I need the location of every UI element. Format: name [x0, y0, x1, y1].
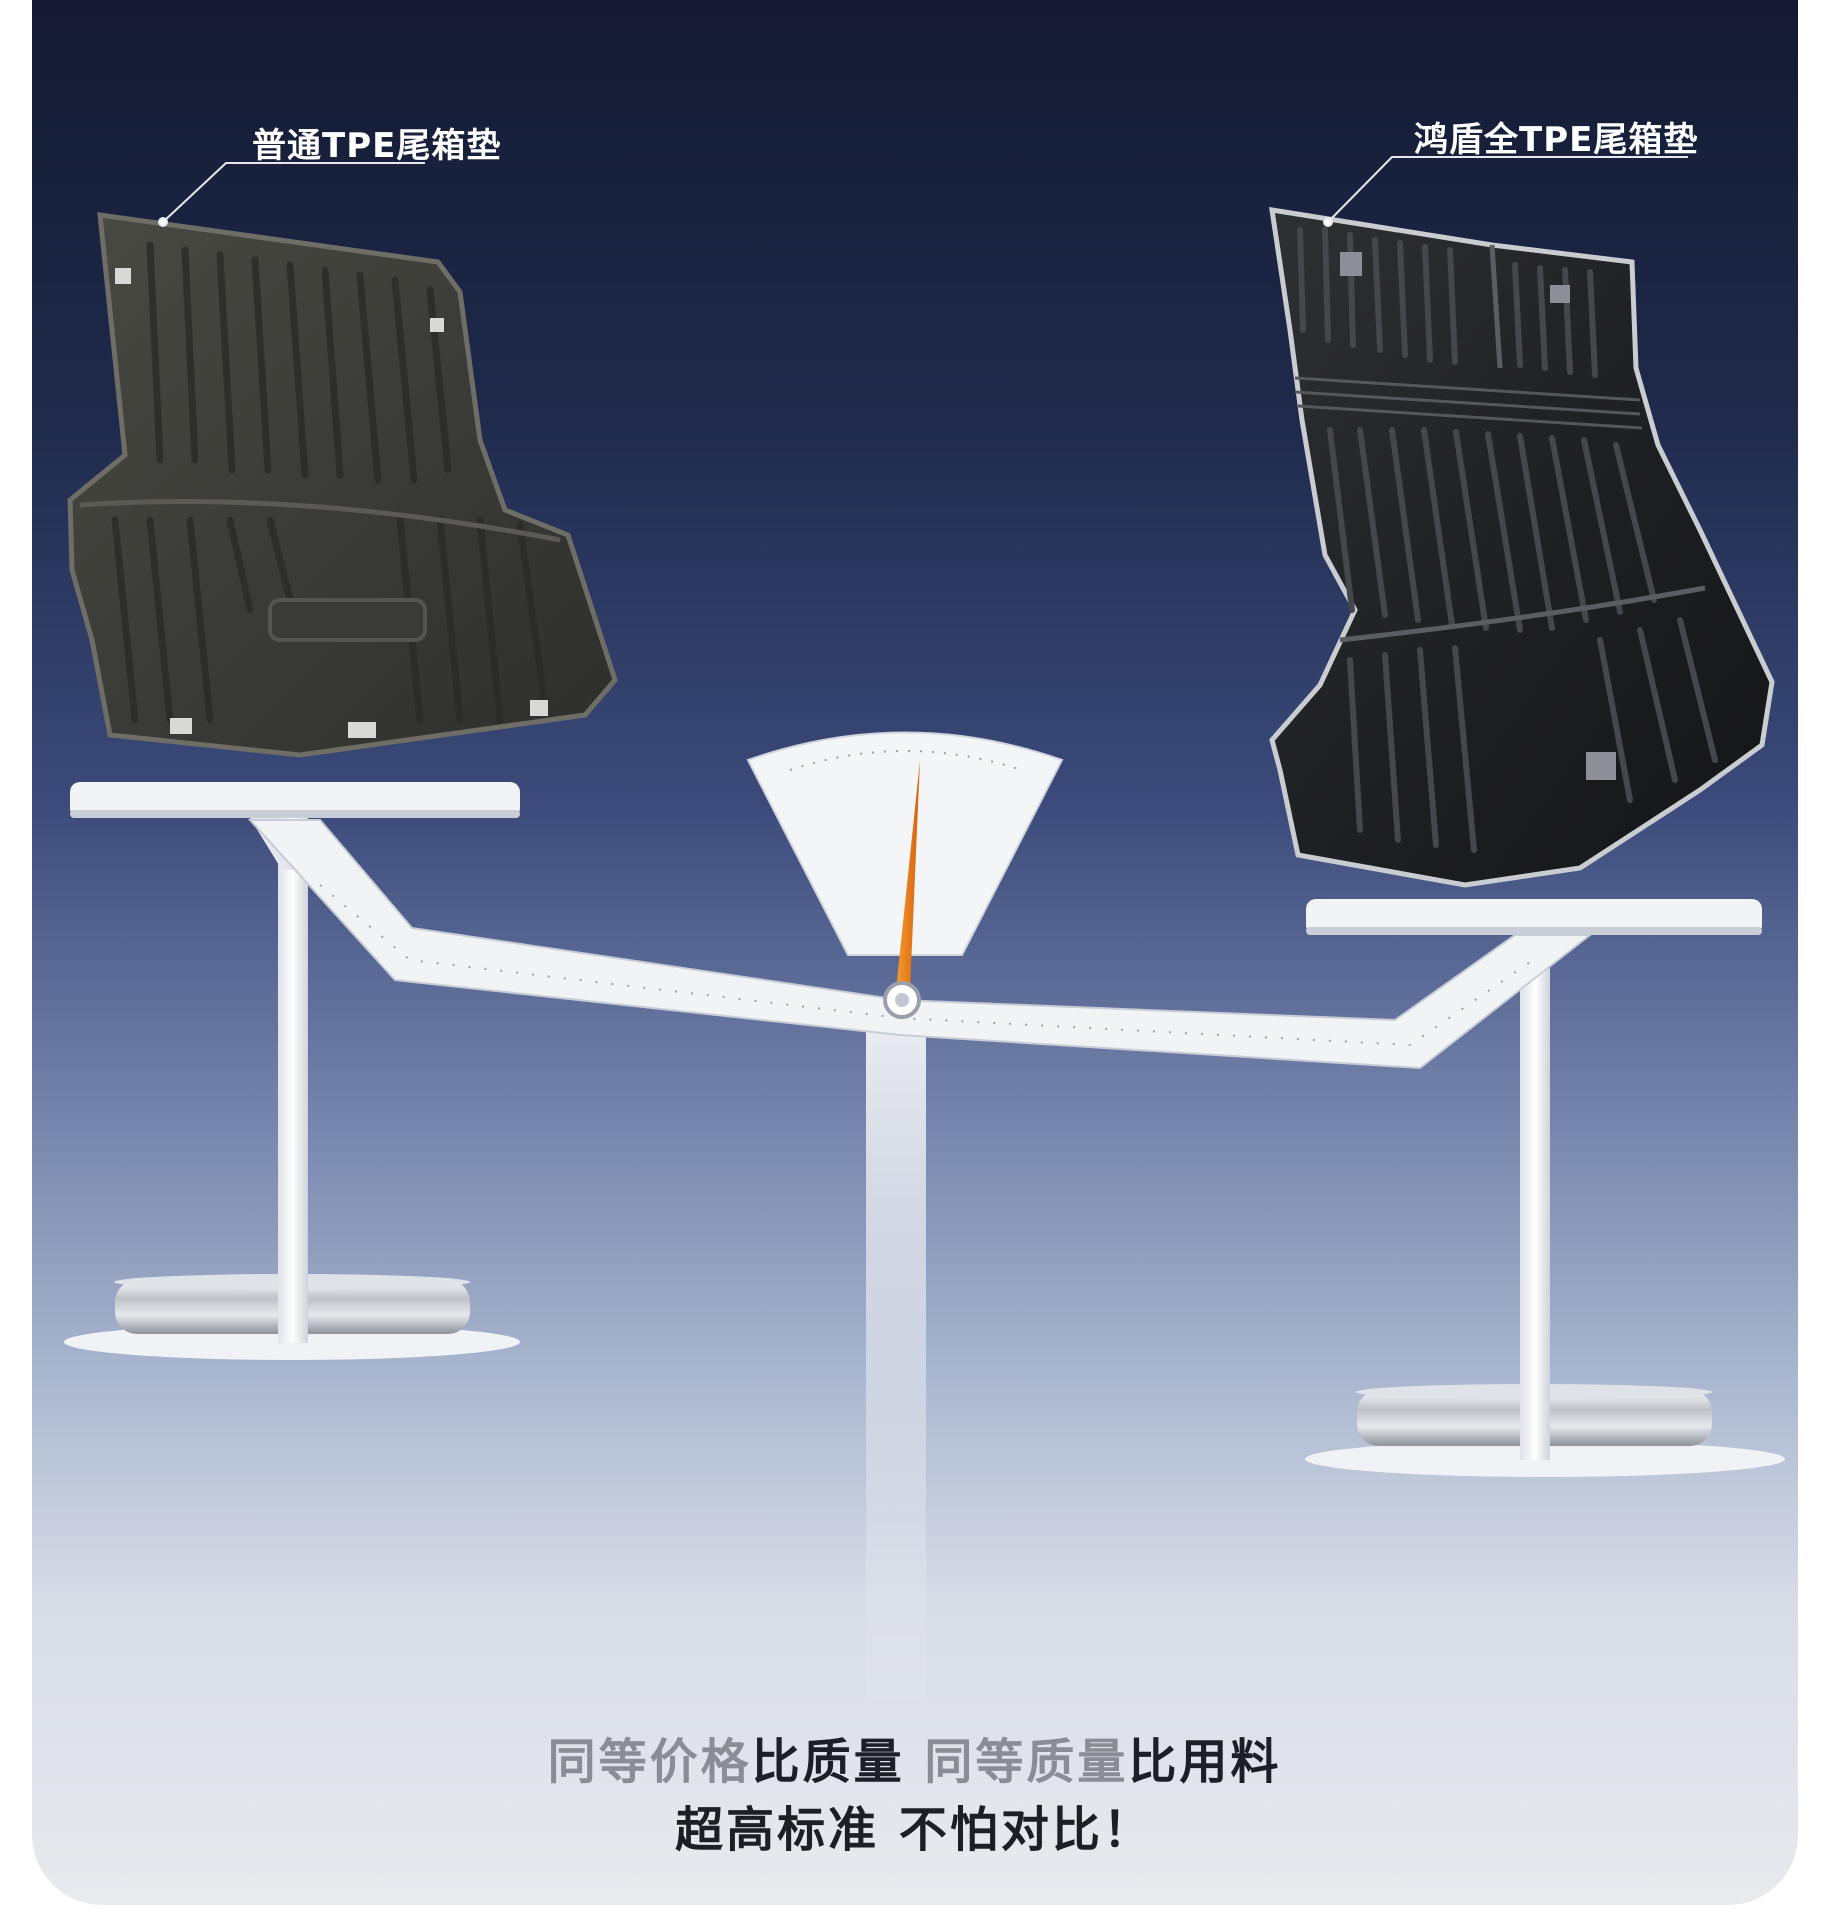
slogan-line-1: 同等价格比质量 同等质量比用料 [0, 1722, 1829, 1792]
left-product-label: 普通TPE尾箱垫 [252, 126, 502, 166]
right-product-label: 鸿盾全TPE尾箱垫 [1414, 120, 1699, 160]
right-pan-stand [1305, 899, 1785, 1477]
scale-dial [746, 731, 1064, 1019]
left-callout-line [158, 162, 425, 227]
center-post [866, 1000, 926, 1700]
slogan-line-2: 超高标准 不怕对比！ [675, 1802, 1154, 1858]
slogan-same-quality: 同等质量 [924, 1734, 1129, 1790]
slogan-compare-quality: 比质量 [751, 1734, 905, 1790]
right-callout-line [1323, 156, 1688, 227]
scale-beam [247, 819, 1593, 1070]
hongdun-trunk-mat [1269, 206, 1775, 888]
slogan-compare-material: 比用料 [1128, 1734, 1282, 1790]
left-pan-stand [64, 782, 520, 1360]
scale-pointer [896, 760, 920, 990]
ordinary-trunk-mat [67, 212, 618, 758]
slogan-same-price: 同等价格 [547, 1734, 752, 1790]
